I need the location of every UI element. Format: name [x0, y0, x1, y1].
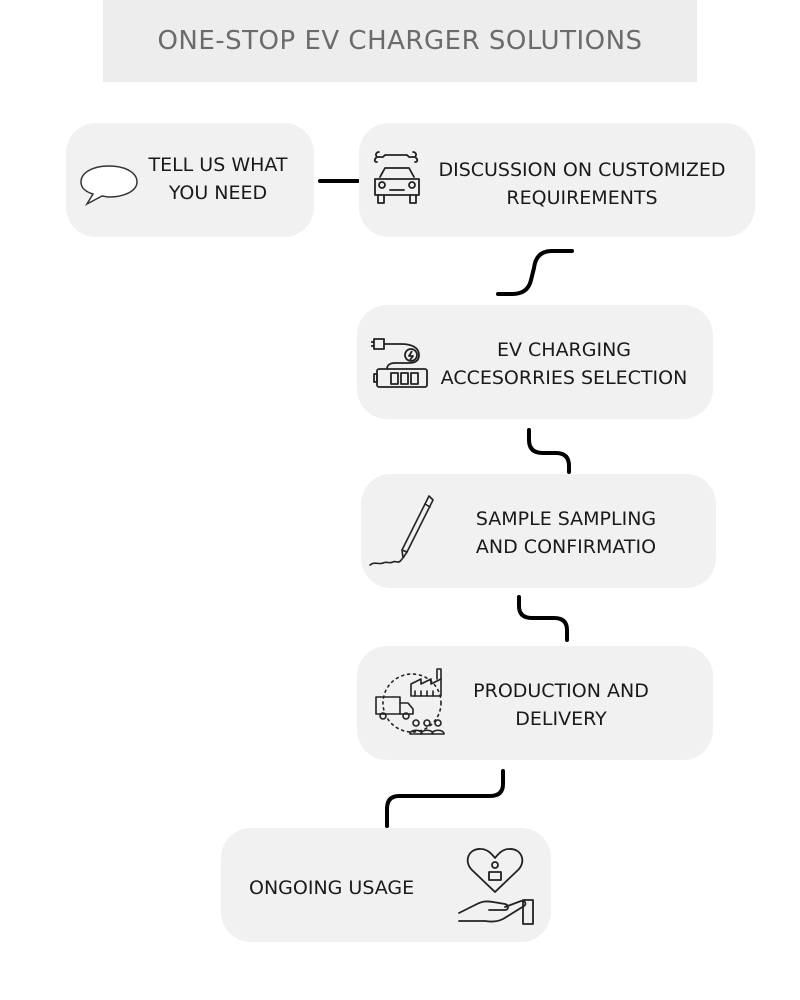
step-label-tell-us: TELL US WHAT YOU NEED: [148, 154, 288, 204]
charging-accessories-icon: [371, 338, 428, 388]
step-card-ongoing: ONGOING USAGE: [221, 828, 551, 942]
step-label-ongoing: ONGOING USAGE: [249, 877, 415, 899]
factory-delivery-icon: [375, 668, 445, 735]
car-service-icon: [373, 151, 420, 204]
pen-signature-icon: [369, 495, 434, 566]
step-label-sample: SAMPLE SAMPLING AND CONFIRMATIO: [475, 508, 657, 558]
connector-3-4: [527, 428, 571, 474]
step-label-production: PRODUCTION AND DELIVERY: [473, 680, 649, 730]
connector-4-5: [517, 595, 569, 642]
step-label-accessories: EV CHARGING ACCESORRIES SELECTION: [440, 339, 688, 389]
step-card-discussion: DISCUSSION ON CUSTOMIZED REQUIREMENTS: [359, 123, 755, 237]
header-banner: ONE-STOP EV CHARGER SOLUTIONS: [103, 0, 697, 82]
connector-5-6: [385, 769, 505, 828]
page-title: ONE-STOP EV CHARGER SOLUTIONS: [157, 26, 643, 56]
step-card-accessories: EV CHARGING ACCESORRIES SELECTION: [357, 305, 713, 419]
step-card-production: PRODUCTION AND DELIVERY: [357, 646, 713, 760]
speech-bubble-icon: [80, 165, 138, 206]
step-label-discussion: DISCUSSION ON CUSTOMIZED REQUIREMENTS: [438, 159, 726, 209]
heart-hand-icon: [458, 848, 534, 925]
step-card-sample: SAMPLE SAMPLING AND CONFIRMATIO: [361, 474, 716, 588]
step-card-tell-us: TELL US WHAT YOU NEED: [66, 123, 314, 237]
connector-2-3: [496, 249, 574, 296]
